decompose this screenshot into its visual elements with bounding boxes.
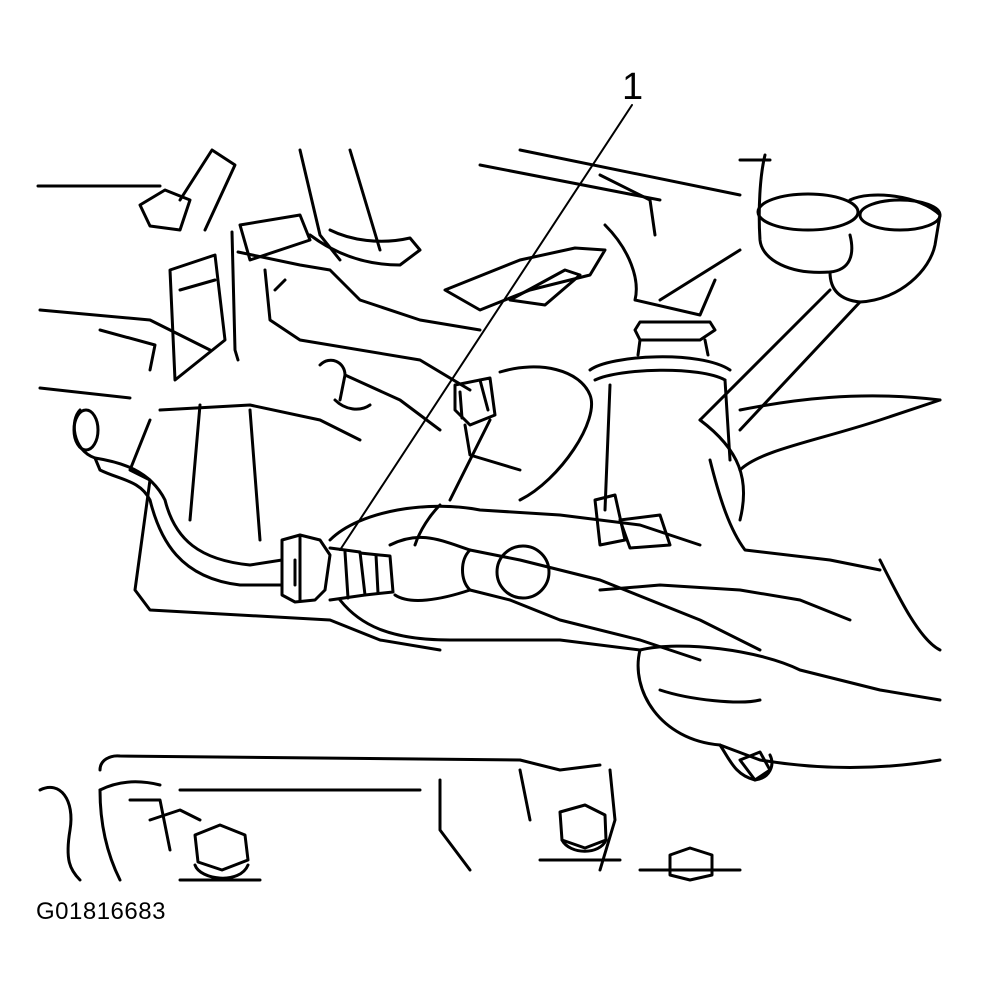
callout-label-1: 1 xyxy=(622,66,644,108)
bolt-3 xyxy=(638,846,742,882)
callout-leader-line xyxy=(339,104,633,551)
fuel-line xyxy=(72,408,284,587)
flare-nut xyxy=(280,533,395,604)
lower-hand xyxy=(598,394,942,782)
bolt-2 xyxy=(538,803,622,862)
sensor-connector xyxy=(318,358,593,502)
pliers-tool xyxy=(328,503,762,662)
upper-hand xyxy=(698,153,942,432)
oil-filter-housing xyxy=(588,320,732,550)
figure-id: G01816683 xyxy=(36,898,166,925)
engine-block xyxy=(36,148,772,652)
bolt-4 xyxy=(738,750,772,782)
mounting-bolts xyxy=(178,750,772,882)
bolt-1 xyxy=(178,823,262,882)
lower-manifold xyxy=(38,754,617,882)
